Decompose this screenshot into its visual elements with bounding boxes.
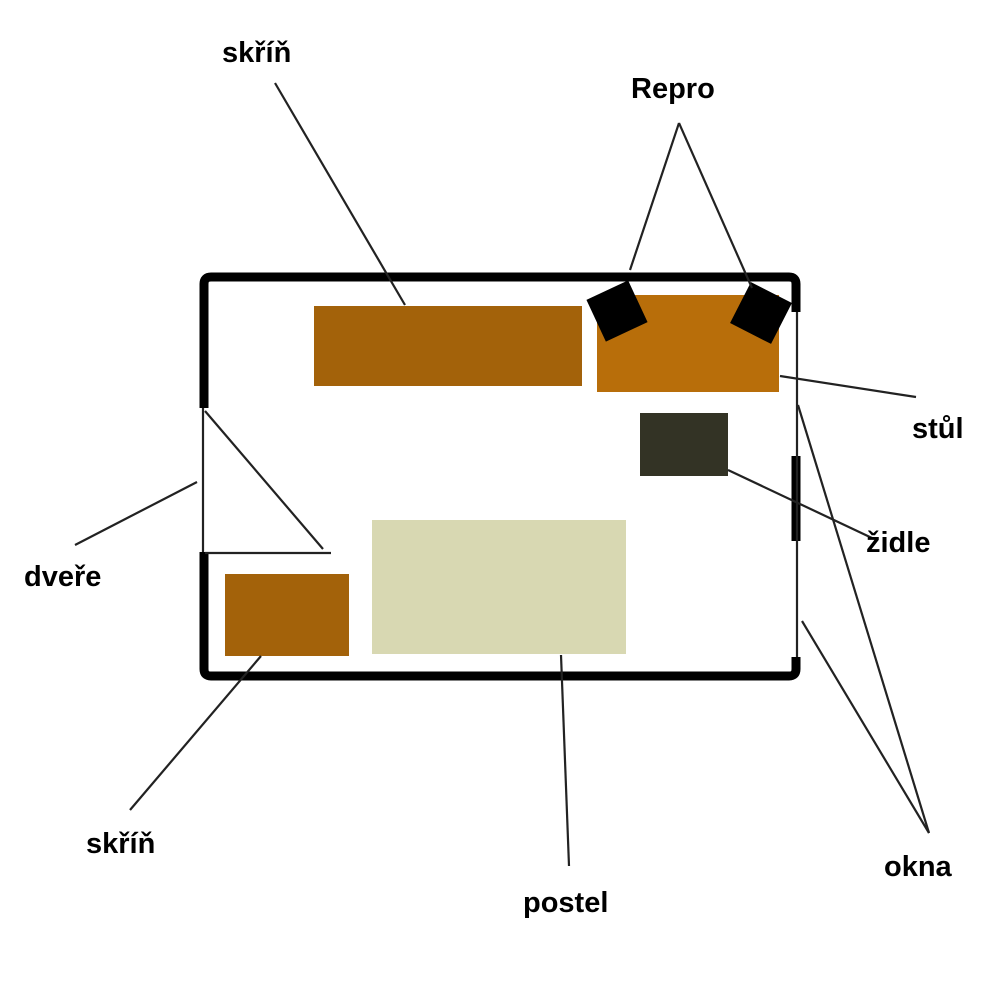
leader-desk (779, 374, 917, 399)
leader-speaker-right (677, 122, 754, 289)
speaker-left (586, 280, 648, 342)
wardrobe-top (314, 306, 582, 386)
leader-speaker-left (628, 122, 681, 271)
wall-bottom (199, 552, 801, 681)
chair (640, 413, 728, 476)
leader-door (74, 481, 198, 546)
leader-wardrobe-bottom (129, 655, 262, 811)
wall-top-left (199, 272, 801, 408)
label-wardrobe-bottom: skříň (86, 828, 155, 860)
speaker-right (730, 282, 792, 344)
label-desk: stůl (912, 413, 964, 445)
leader-window-2 (801, 620, 930, 834)
label-chair: židle (866, 527, 930, 559)
bed (372, 520, 626, 654)
label-door: dveře (24, 561, 101, 593)
wardrobe-bottom (225, 574, 349, 656)
leader-window-1 (796, 404, 931, 834)
label-windows: okna (884, 851, 953, 883)
label-bed: postel (523, 887, 608, 919)
door-swing (204, 410, 324, 550)
leader-bed (559, 654, 571, 867)
label-speakers: Repro (631, 73, 715, 105)
label-wardrobe-top: skříň (222, 37, 291, 69)
leader-chair (727, 469, 873, 539)
leader-wardrobe-top (274, 82, 406, 306)
